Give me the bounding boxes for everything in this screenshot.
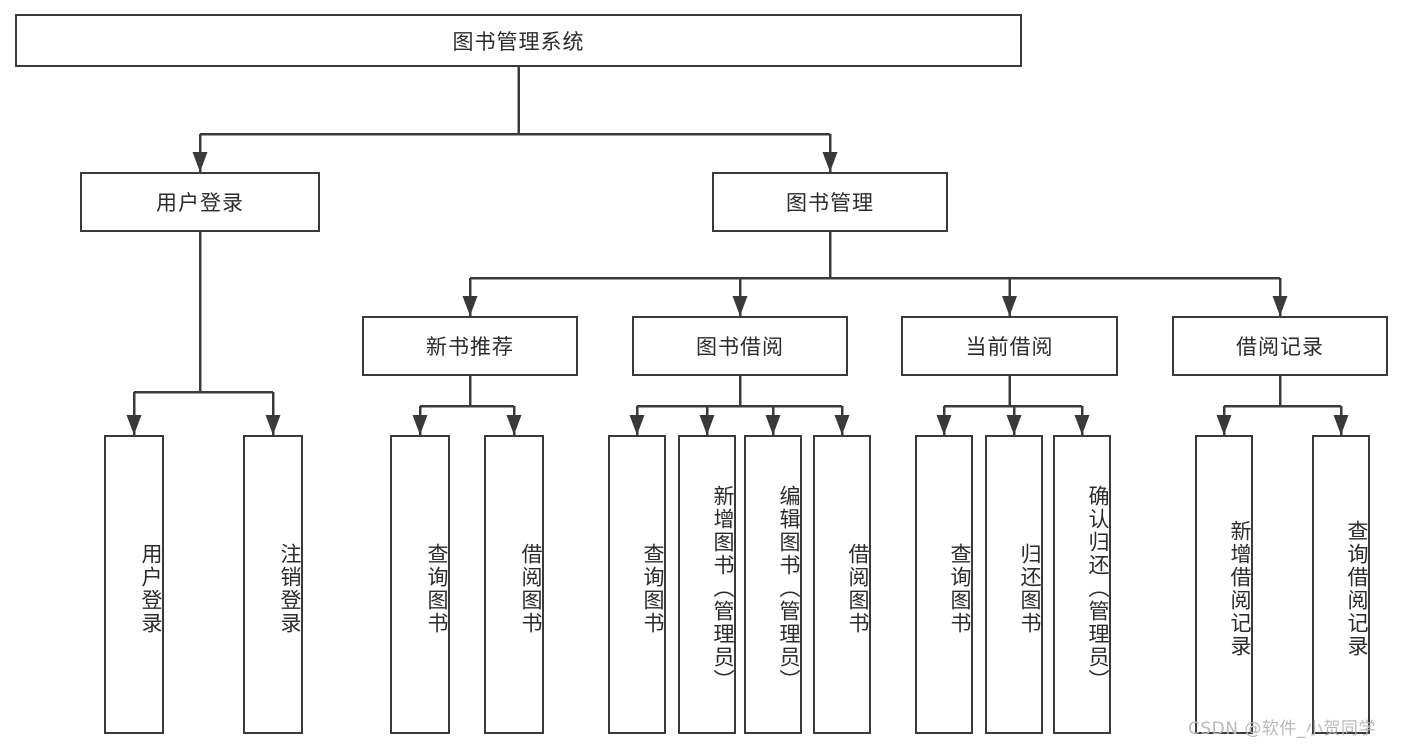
node-borrow-record[interactable]: 借阅记录	[1172, 316, 1388, 376]
arrow-head-icon	[699, 415, 715, 435]
arrow-head-icon	[1216, 415, 1232, 435]
node-root[interactable]: 图书管理系统	[15, 14, 1022, 67]
node-book-borrow[interactable]: 图书借阅	[632, 316, 848, 376]
node-leaf-query-book-3[interactable]: 查询图书	[915, 435, 973, 734]
node-label: 图书借阅	[696, 335, 784, 359]
arrow-head-icon	[834, 415, 850, 435]
arrow-head-icon	[1074, 415, 1090, 435]
node-leaf-borrow-book-2[interactable]: 借阅图书	[813, 435, 871, 734]
arrow-head-icon	[192, 152, 208, 172]
node-label: 注销登录	[278, 542, 302, 635]
node-book-manage[interactable]: 图书管理	[712, 172, 948, 232]
node-label: 用户登录	[156, 191, 244, 215]
node-label: 新书推荐	[426, 335, 514, 359]
node-label: 当前借阅	[965, 335, 1054, 359]
node-leaf-add-book[interactable]: 新增图书（管理员）	[678, 435, 736, 734]
node-user-login[interactable]: 用户登录	[80, 172, 320, 232]
arrow-head-icon	[1333, 415, 1349, 435]
node-label: 查询图书	[948, 542, 972, 635]
arrow-head-icon	[936, 415, 952, 435]
node-leaf-query-book-1[interactable]: 查询图书	[390, 435, 450, 734]
node-label: 用户登录	[139, 542, 163, 635]
node-current-borrow[interactable]: 当前借阅	[901, 316, 1118, 376]
node-leaf-user-login[interactable]: 用户登录	[104, 435, 164, 734]
node-label: 查询图书	[425, 542, 449, 635]
arrow-head-icon	[1006, 415, 1022, 435]
node-label: 归还图书	[1018, 542, 1042, 635]
node-label: 图书管理	[786, 191, 874, 215]
node-leaf-return-book[interactable]: 归还图书	[985, 435, 1043, 734]
node-label: 借阅图书	[846, 542, 870, 635]
node-label: 新增借阅记录	[1228, 519, 1252, 658]
node-label: 借阅图书	[519, 542, 543, 635]
arrow-head-icon	[1272, 296, 1288, 316]
arrow-head-icon	[506, 415, 522, 435]
arrow-head-icon	[412, 415, 428, 435]
arrow-head-icon	[822, 152, 838, 172]
node-leaf-add-record[interactable]: 新增借阅记录	[1195, 435, 1253, 734]
node-leaf-query-record[interactable]: 查询借阅记录	[1312, 435, 1370, 734]
arrow-head-icon	[265, 415, 281, 435]
arrow-head-icon	[462, 296, 478, 316]
node-label: 确认归还（管理员）	[1086, 485, 1110, 692]
node-label: 图书管理系统	[452, 29, 585, 54]
node-label: 借阅记录	[1236, 335, 1324, 359]
arrow-head-icon	[732, 296, 748, 316]
node-label: 新增图书（管理员）	[711, 485, 735, 692]
arrow-head-icon	[765, 415, 781, 435]
node-label: 编辑图书（管理员）	[777, 485, 801, 692]
node-leaf-logout[interactable]: 注销登录	[243, 435, 303, 734]
arrow-head-icon	[126, 415, 142, 435]
node-leaf-borrow-book-1[interactable]: 借阅图书	[484, 435, 544, 734]
node-leaf-confirm-return[interactable]: 确认归还（管理员）	[1053, 435, 1111, 734]
arrow-head-icon	[629, 415, 645, 435]
node-leaf-edit-book[interactable]: 编辑图书（管理员）	[744, 435, 802, 734]
arrow-head-icon	[1002, 296, 1017, 316]
node-leaf-query-book-2[interactable]: 查询图书	[608, 435, 666, 734]
node-new-book-rec[interactable]: 新书推荐	[362, 316, 578, 376]
node-label: 查询图书	[641, 542, 665, 635]
node-label: 查询借阅记录	[1345, 519, 1369, 658]
